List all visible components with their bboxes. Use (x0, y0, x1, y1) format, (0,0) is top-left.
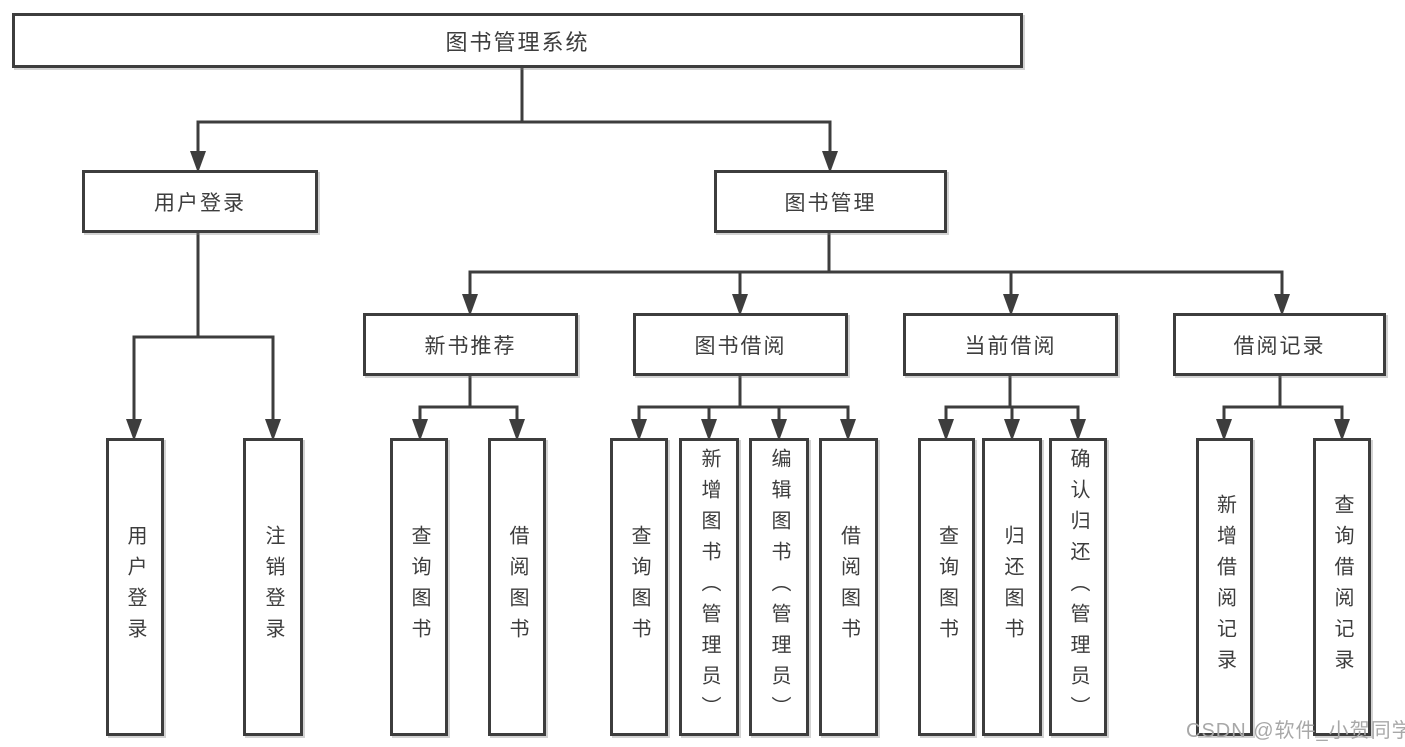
leaf-current-confirm-return-admin: 确认归还（管理员） (1049, 438, 1107, 736)
node-borrowing-records: 借阅记录 (1173, 313, 1386, 376)
leaf-records-query-record: 查询借阅记录 (1313, 438, 1371, 736)
watermark: CSDN @软件_小贺同学 (1186, 720, 1405, 742)
node-label: 新增借阅记录 (1213, 494, 1236, 680)
node-label: 借阅图书 (837, 525, 860, 649)
node-label: 新增图书（管理员） (698, 447, 720, 727)
node-new-book-recommendation: 新书推荐 (363, 313, 578, 376)
node-label: 用户登录 (154, 191, 246, 215)
leaf-borrowing-edit-books-admin: 编辑图书（管理员） (749, 438, 809, 736)
node-label: 新书推荐 (424, 334, 517, 358)
node-label: 编辑图书（管理员） (768, 447, 790, 727)
node-user-login: 用户登录 (82, 170, 318, 233)
leaf-newbook-query-books: 查询图书 (390, 438, 448, 736)
node-label: 查询图书 (408, 525, 430, 649)
node-library-management-system: 图书管理系统 (12, 13, 1023, 68)
node-label: 归还图书 (1001, 525, 1023, 649)
node-book-management: 图书管理 (714, 170, 947, 233)
leaf-current-query-books: 查询图书 (918, 438, 975, 736)
node-label: 借阅记录 (1233, 334, 1326, 358)
node-label: 查询图书 (628, 525, 650, 649)
leaf-records-add-record: 新增借阅记录 (1196, 438, 1253, 736)
leaf-borrowing-borrow-books: 借阅图书 (819, 438, 878, 736)
node-label: 用户登录 (124, 525, 146, 649)
node-current-borrowing: 当前借阅 (903, 313, 1118, 376)
node-label: 查询借阅记录 (1331, 494, 1353, 680)
node-label: 确认归还（管理员） (1067, 447, 1089, 727)
node-label: 图书管理系统 (445, 29, 590, 55)
node-label: 图书借阅 (694, 334, 787, 358)
leaf-user-login: 用户登录 (106, 438, 164, 736)
node-label: 借阅图书 (506, 525, 528, 649)
node-label: 当前借阅 (964, 334, 1057, 358)
node-label: 注销登录 (262, 525, 284, 649)
node-label: 图书管理 (784, 191, 877, 215)
node-label: 查询图书 (935, 525, 958, 649)
leaf-current-return-books: 归还图书 (982, 438, 1042, 736)
node-book-borrowing: 图书借阅 (633, 313, 848, 376)
leaf-borrowing-add-books-admin: 新增图书（管理员） (679, 438, 739, 736)
leaf-newbook-borrow-books: 借阅图书 (488, 438, 546, 736)
leaf-logout: 注销登录 (243, 438, 303, 736)
leaf-borrowing-query-books: 查询图书 (610, 438, 668, 736)
